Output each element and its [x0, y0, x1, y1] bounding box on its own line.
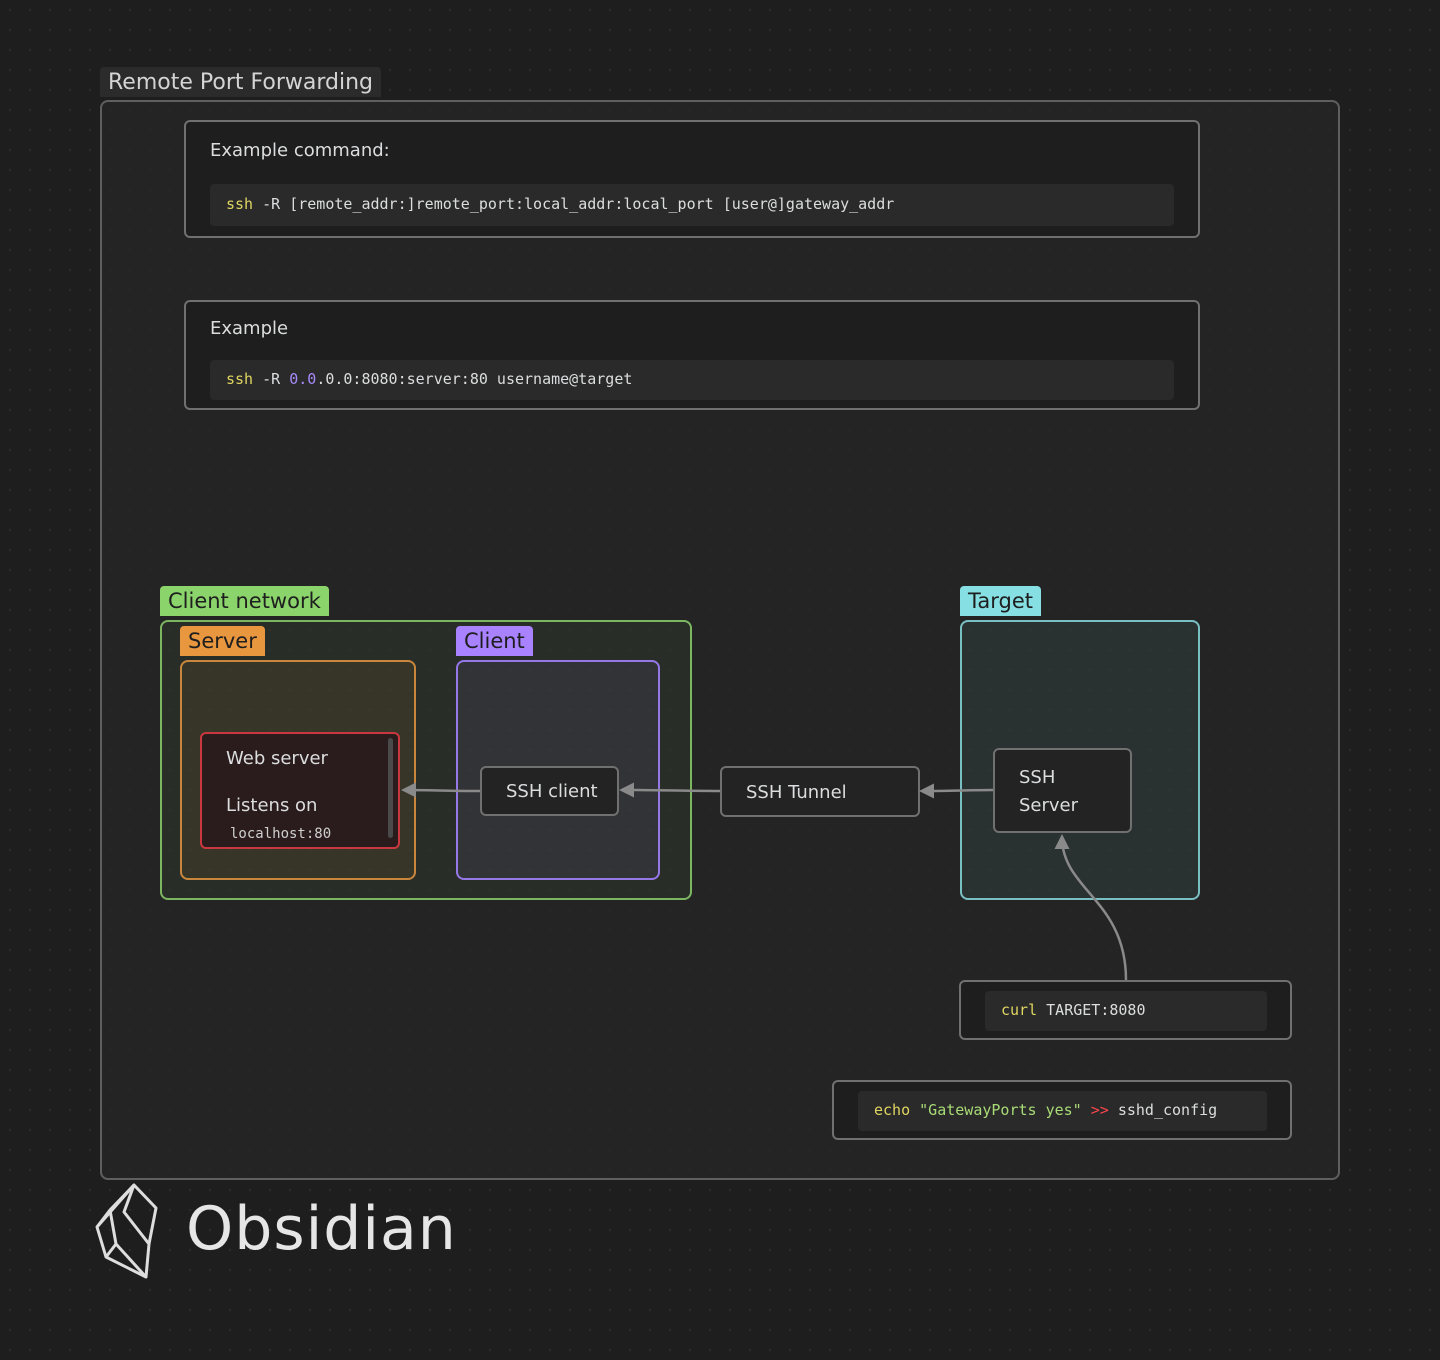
client-network-label: Client network: [160, 586, 329, 616]
example-command-code: ssh -R [remote_addr:]remote_port:local_a…: [210, 184, 1174, 226]
obsidian-wordmark: Obsidian: [186, 1194, 457, 1264]
main-group-label: Remote Port Forwarding: [100, 67, 381, 97]
example-card[interactable]: Example ssh -R 0.0.0.0:8080:server:80 us…: [184, 300, 1200, 410]
ssh-server-line1: SSH: [1019, 767, 1056, 788]
code-flag: -R: [253, 370, 290, 388]
web-server-node[interactable]: Web server Listens on localhost:80: [200, 732, 400, 849]
server-group-label: Server: [180, 626, 265, 656]
example-code: ssh -R 0.0.0.0:8080:server:80 username@t…: [210, 360, 1174, 400]
web-server-address: localhost:80: [230, 826, 332, 842]
ssh-tunnel-label: SSH Tunnel: [746, 782, 847, 803]
echo-node[interactable]: echo "GatewayPorts yes" >> sshd_config: [832, 1080, 1292, 1140]
curl-command: curl: [1001, 1001, 1038, 1019]
code-number: 0.0: [289, 370, 317, 388]
code-command: ssh: [226, 195, 254, 213]
echo-command: echo: [874, 1101, 911, 1119]
ssh-server-line2: Server: [1019, 795, 1079, 816]
ssh-tunnel-node[interactable]: SSH Tunnel: [720, 766, 920, 817]
ssh-client-node[interactable]: SSH client: [480, 766, 619, 816]
curl-node[interactable]: curl TARGET:8080: [959, 980, 1292, 1040]
code-rest: .0.0:8080:server:80 username@target: [316, 370, 633, 388]
web-server-scrollbar[interactable]: [388, 738, 393, 838]
echo-code: echo "GatewayPorts yes" >> sshd_config: [858, 1091, 1267, 1131]
client-group-label: Client: [456, 626, 533, 656]
target-group-label: Target: [960, 586, 1041, 616]
example-command-card[interactable]: Example command: ssh -R [remote_addr:]re…: [184, 120, 1200, 238]
echo-target: sshd_config: [1108, 1101, 1218, 1119]
web-server-title: Web server: [226, 748, 328, 769]
obsidian-logo-icon: [94, 1182, 164, 1282]
echo-operator: >>: [1090, 1101, 1109, 1119]
curl-code: curl TARGET:8080: [985, 991, 1267, 1031]
example-command-heading: Example command:: [210, 140, 390, 161]
code-args: -R [remote_addr:]remote_port:local_addr:…: [253, 195, 895, 213]
code-command: ssh: [226, 370, 254, 388]
example-heading: Example: [210, 318, 289, 339]
ssh-server-node[interactable]: SSH Server: [993, 748, 1132, 833]
curl-arg: TARGET:8080: [1037, 1001, 1146, 1019]
web-server-listens: Listens on: [226, 795, 318, 816]
echo-string: "GatewayPorts yes": [910, 1101, 1091, 1119]
ssh-client-label: SSH client: [506, 781, 598, 802]
